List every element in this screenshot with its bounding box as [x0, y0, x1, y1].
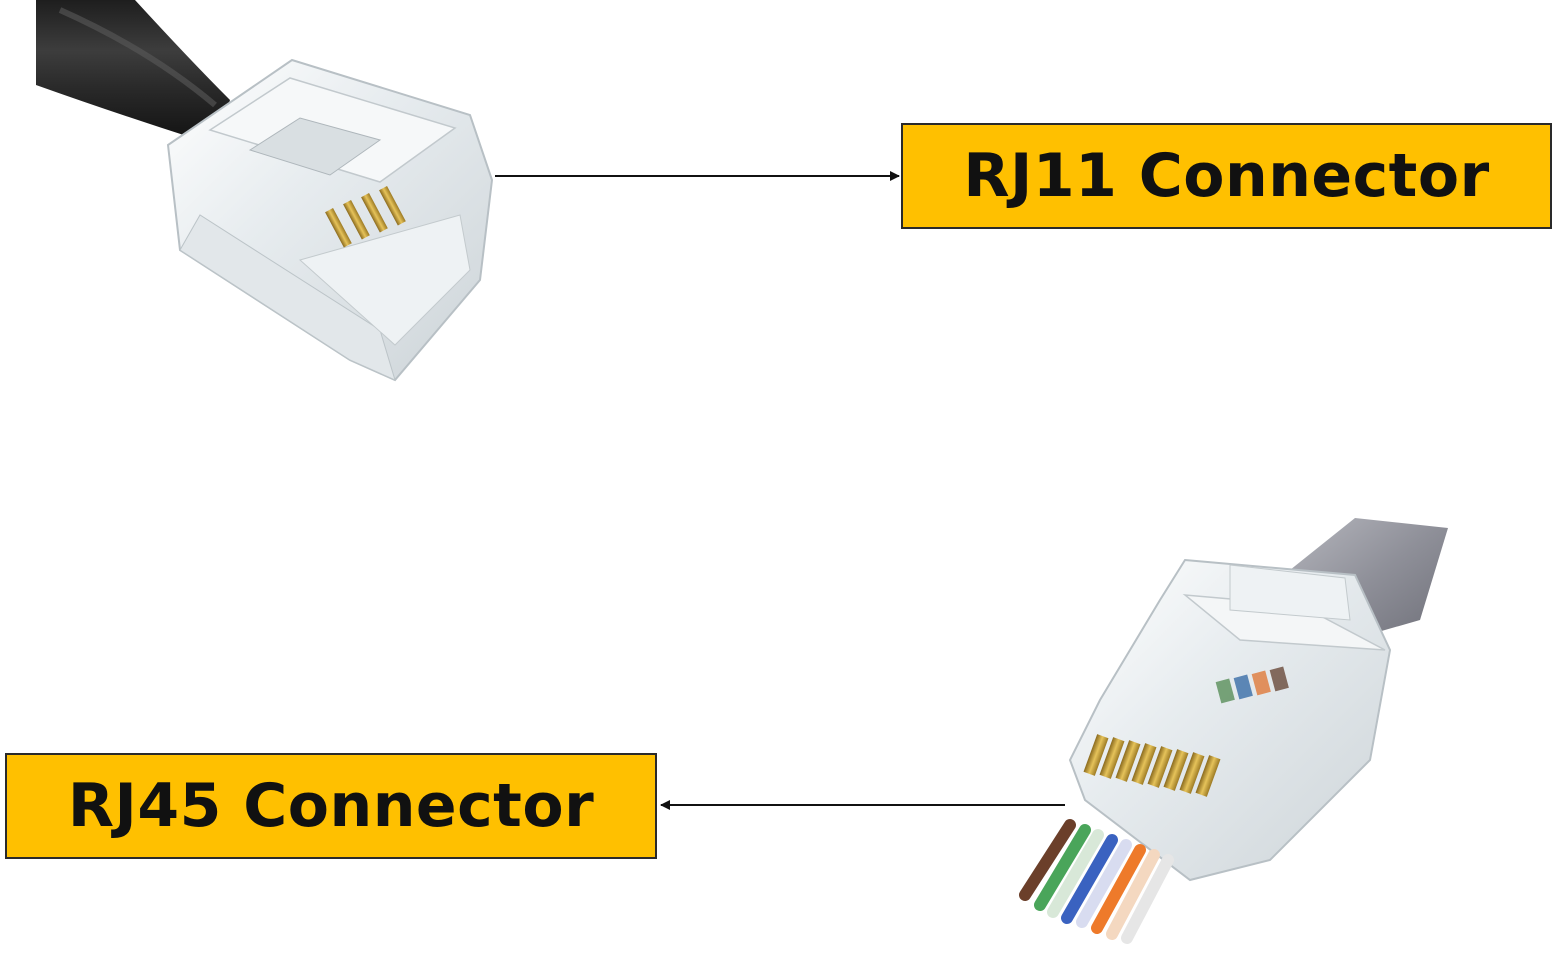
rj45-label: RJ45 Connector — [5, 753, 657, 859]
rj11-label: RJ11 Connector — [901, 123, 1552, 229]
rj11-label-text: RJ11 Connector — [963, 141, 1490, 211]
rj11-plug-photo — [36, 0, 494, 382]
rj45-label-text: RJ45 Connector — [67, 771, 595, 841]
rj45-plug-photo — [1019, 518, 1448, 944]
rj11-cable — [36, 0, 230, 145]
rj11-contacts — [325, 185, 406, 248]
rj45-contacts — [1083, 734, 1221, 797]
rj45-wire-ends — [1019, 819, 1174, 944]
rj45-internal-wires — [1215, 666, 1289, 704]
